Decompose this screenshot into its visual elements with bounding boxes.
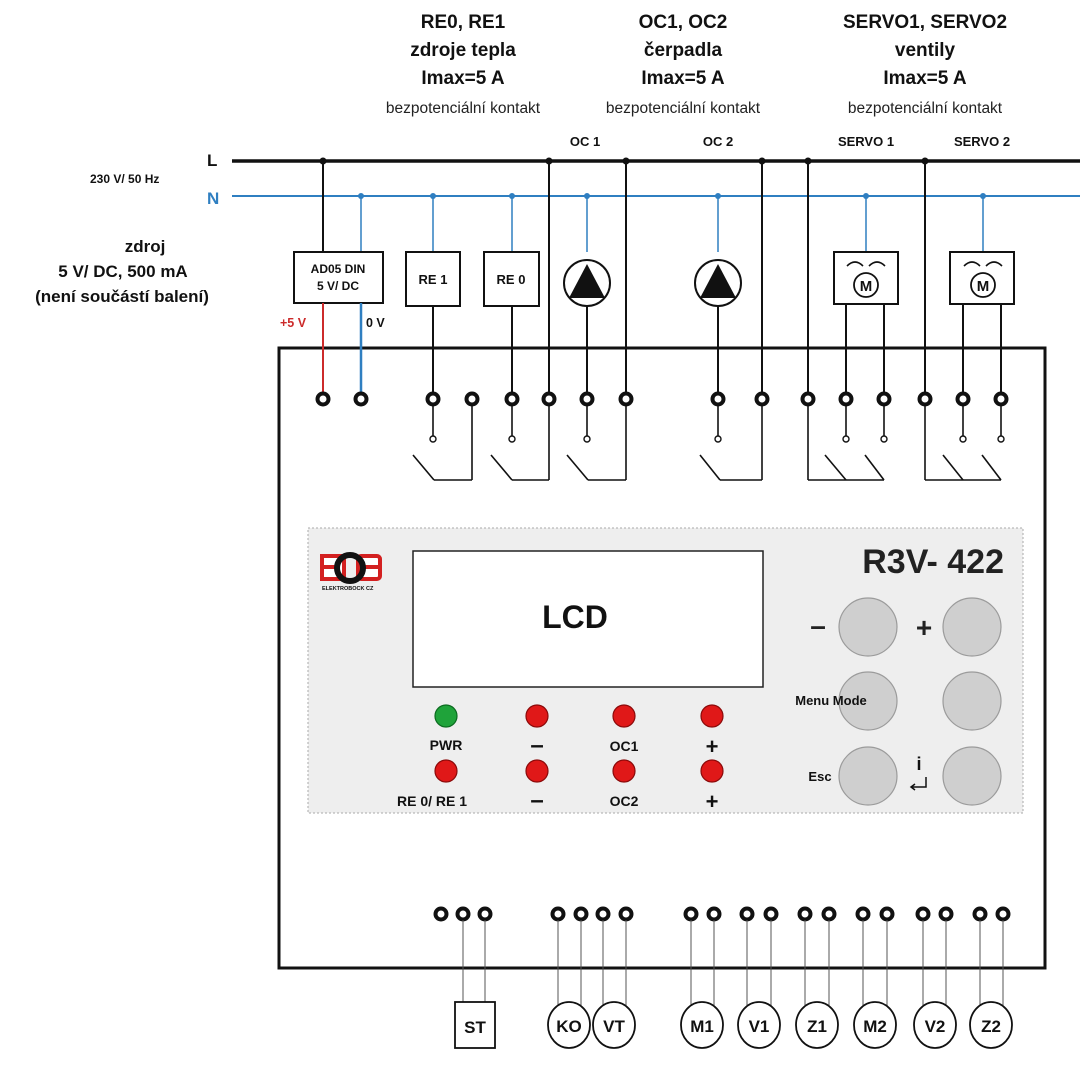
psu-text-3: (není součástí balení) (35, 287, 209, 306)
sensor-vt-label: VT (603, 1017, 625, 1036)
led-plus-2 (700, 759, 724, 783)
supply-label: 230 V/ 50 Hz (90, 172, 159, 186)
logo-subtitle: ELEKTROBOCK CZ (322, 586, 374, 592)
led-minus-1 (525, 704, 549, 728)
menu-mode-label: Menu Mode (795, 693, 867, 708)
function-button[interactable] (942, 671, 1002, 731)
group-oc-subtitle: čerpadla (644, 40, 723, 61)
psu-plus-label: +5 V (280, 316, 307, 330)
psu-box-line2: 5 V/ DC (317, 279, 359, 293)
sensor-z2 (969, 1001, 1013, 1049)
pump-icon-triangle (569, 264, 605, 298)
group-servo-imax: Imax=5 A (883, 68, 967, 89)
re0-label: RE 0 (497, 272, 526, 287)
group-servo-title: SERVO1, SERVO2 (843, 12, 1007, 33)
motor-symbol: M (977, 278, 990, 295)
esc-button[interactable] (838, 746, 898, 806)
label-servo1: SERVO 1 (838, 134, 894, 149)
motor-icon (970, 272, 996, 298)
group-re-contact: bezpotenciální kontakt (386, 100, 541, 117)
label-oc1: OC 1 (570, 134, 600, 149)
info-label: i (916, 754, 921, 774)
psu-text-1: zdroj (125, 237, 166, 256)
lcd-label: LCD (542, 599, 608, 635)
bottom-terminals (433, 906, 1011, 922)
l-line-label: L (207, 151, 217, 170)
sensor-st-label: ST (464, 1018, 486, 1037)
sensor-z1-label: Z1 (807, 1017, 827, 1036)
motor-icon (853, 272, 879, 298)
sensor-m2 (853, 1001, 897, 1049)
led-minus-1-label: – (530, 732, 543, 759)
re0-box (483, 251, 540, 307)
group-oc-contact: bezpotenciální kontakt (606, 100, 761, 117)
minus-button[interactable] (838, 597, 898, 657)
re-led (434, 759, 458, 783)
pwr-led (434, 704, 458, 728)
n-line-label: N (207, 189, 219, 208)
group-re-imax: Imax=5 A (421, 68, 505, 89)
sensor-v2-label: V2 (925, 1017, 946, 1036)
esc-label: Esc (808, 769, 831, 784)
sensor-z1 (795, 1001, 839, 1049)
group-oc-imax: Imax=5 A (641, 68, 725, 89)
sensor-v1-label: V1 (749, 1017, 770, 1036)
group-re-header: RE0, RE1 zdroje tepla Imax=5 A bezpotenc… (386, 12, 541, 117)
group-servo-header: SERVO1, SERVO2 ventily Imax=5 A bezpoten… (843, 12, 1007, 117)
sensor-wiring (462, 920, 1004, 1018)
oc1-led (612, 704, 636, 728)
oc1-led-label: OC1 (610, 738, 639, 754)
sensor-v2 (913, 1001, 957, 1049)
sensor-z2-label: Z2 (981, 1017, 1001, 1036)
group-oc-header: OC1, OC2 čerpadla Imax=5 A bezpotenciáln… (606, 12, 761, 117)
enter-icon (909, 777, 927, 791)
elektrobock-logo: ELEKTROBOCK CZ (320, 552, 382, 592)
rotation-arrows-icon (963, 261, 1003, 267)
oc2-led-label: OC2 (610, 793, 639, 809)
led-minus-2 (525, 759, 549, 783)
label-servo2: SERVO 2 (954, 134, 1010, 149)
psu-box-line1: AD05 DIN (311, 262, 366, 276)
sensor-ko (547, 1001, 591, 1049)
re1-box (405, 251, 461, 307)
group-servo-contact: bezpotenciální kontakt (848, 100, 1003, 117)
top-terminals (315, 391, 1009, 407)
group-oc-title: OC1, OC2 (639, 12, 728, 33)
group-re-subtitle: zdroje tepla (410, 40, 516, 61)
led-indicators (434, 704, 724, 783)
group-re-title: RE0, RE1 (421, 12, 506, 33)
sensor-st (454, 1001, 496, 1049)
info-enter-button[interactable] (942, 746, 1002, 806)
minus-symbol: – (810, 610, 826, 641)
sensor-m2-label: M2 (863, 1017, 887, 1036)
led-plus-1-label: + (706, 734, 719, 759)
re1-label: RE 1 (419, 272, 448, 287)
rotation-arrows-icon (846, 261, 886, 267)
led-plus-1 (700, 704, 724, 728)
plus-button[interactable] (942, 597, 1002, 657)
led-minus-2-label: – (530, 787, 543, 814)
sensor-m1-label: M1 (690, 1017, 714, 1036)
plus-symbol: + (916, 612, 932, 643)
pump-icon-triangle (700, 264, 736, 298)
group-servo-subtitle: ventily (895, 40, 956, 61)
psu-text-2: 5 V/ DC, 500 mA (58, 262, 187, 281)
motor-symbol: M (860, 278, 873, 295)
sensor-v1 (737, 1001, 781, 1049)
led-plus-2-label: + (706, 789, 719, 814)
sensor-ko-label: KO (556, 1017, 582, 1036)
label-oc2: OC 2 (703, 134, 733, 149)
relay-contacts (412, 405, 1005, 481)
psu-box (293, 251, 384, 304)
sensor-vt (592, 1001, 636, 1049)
menu-mode-button[interactable] (838, 671, 898, 731)
sensor-m1 (680, 1001, 724, 1049)
re-led-label: RE 0/ RE 1 (397, 793, 467, 809)
model-name: R3V- 422 (862, 543, 1004, 581)
psu-zero-label: 0 V (366, 316, 385, 330)
oc2-led (612, 759, 636, 783)
pwr-led-label: PWR (430, 737, 463, 753)
lcd-display (412, 550, 764, 688)
